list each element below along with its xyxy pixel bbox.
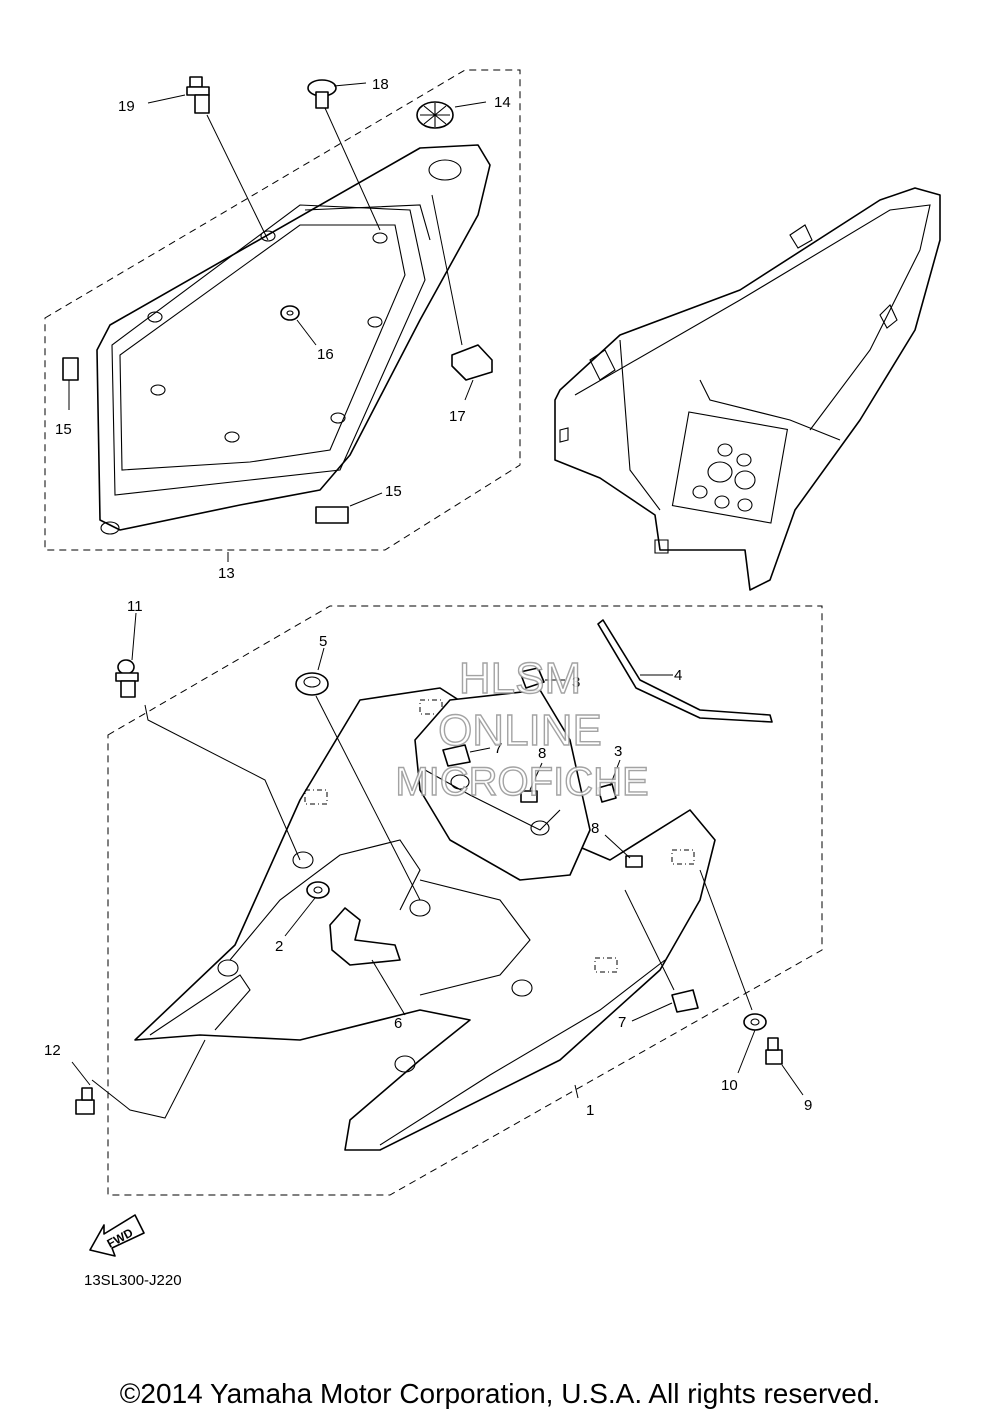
callout-18: 18	[372, 76, 389, 93]
callout-3-secondary: 3	[572, 674, 580, 691]
group-13-boundary	[44, 69, 521, 551]
collar-10	[743, 1013, 767, 1031]
callout-1: 1	[586, 1102, 594, 1119]
seal-strip-4	[597, 619, 773, 723]
damper-7b	[671, 989, 699, 1013]
watermark: HLSM ONLINE MICROFICHE	[395, 653, 650, 804]
callout-7-secondary: 7	[618, 1014, 626, 1031]
damper-15-left	[62, 357, 79, 381]
damper-8	[520, 790, 538, 803]
callout-7: 7	[494, 740, 502, 757]
callout-12: 12	[44, 1042, 61, 1059]
bolt-9	[765, 1037, 783, 1065]
callout-10: 10	[721, 1077, 738, 1094]
callout-6: 6	[394, 1015, 402, 1032]
watermark-line-1: HLSM	[459, 654, 581, 703]
callout-8-secondary: 8	[591, 820, 599, 837]
watermark-line-2: ONLINE	[438, 706, 602, 755]
rear-tail-frame	[554, 187, 941, 591]
rivet-12	[75, 1087, 95, 1115]
side-cover-upper	[96, 144, 491, 535]
callout-19: 19	[118, 98, 135, 115]
grommet-14	[416, 101, 454, 129]
nut-3b	[519, 667, 545, 689]
copyright-notice: ©2014 Yamaha Motor Corporation, U.S.A. A…	[119, 1378, 881, 1409]
damper-15-bottom	[315, 506, 349, 524]
callout-3: 3	[614, 743, 622, 760]
callout-2: 2	[275, 938, 283, 955]
collar-2	[306, 881, 330, 899]
guard-6	[329, 907, 401, 966]
damper-7	[442, 744, 471, 767]
grommet-5	[295, 672, 329, 696]
fwd-arrow-icon: FWD	[89, 1214, 145, 1257]
callout-5: 5	[319, 633, 327, 650]
callout-16: 16	[317, 346, 334, 363]
callout-13: 13	[218, 565, 235, 582]
callout-8: 8	[538, 745, 546, 762]
damper-17	[451, 344, 493, 381]
diagram-code: 13SL300-J220	[84, 1272, 182, 1289]
callout-4: 4	[674, 667, 682, 684]
callout-15: 15	[55, 421, 72, 438]
callout-9: 9	[804, 1097, 812, 1114]
callout-11: 11	[127, 598, 143, 615]
callout-14: 14	[494, 94, 511, 111]
inner-panel	[414, 689, 591, 881]
bolt-19	[186, 76, 210, 114]
callout-15-secondary: 15	[385, 483, 402, 500]
group-1-boundary	[107, 605, 823, 1196]
callout-17: 17	[449, 408, 466, 425]
nut-3	[597, 783, 617, 803]
washer-16	[280, 305, 300, 321]
side-cover-lower	[134, 687, 716, 1151]
bolt-11	[115, 659, 139, 698]
screw-18	[307, 79, 337, 109]
damper-8b	[625, 855, 643, 868]
watermark-line-3: MICROFICHE	[395, 760, 648, 804]
